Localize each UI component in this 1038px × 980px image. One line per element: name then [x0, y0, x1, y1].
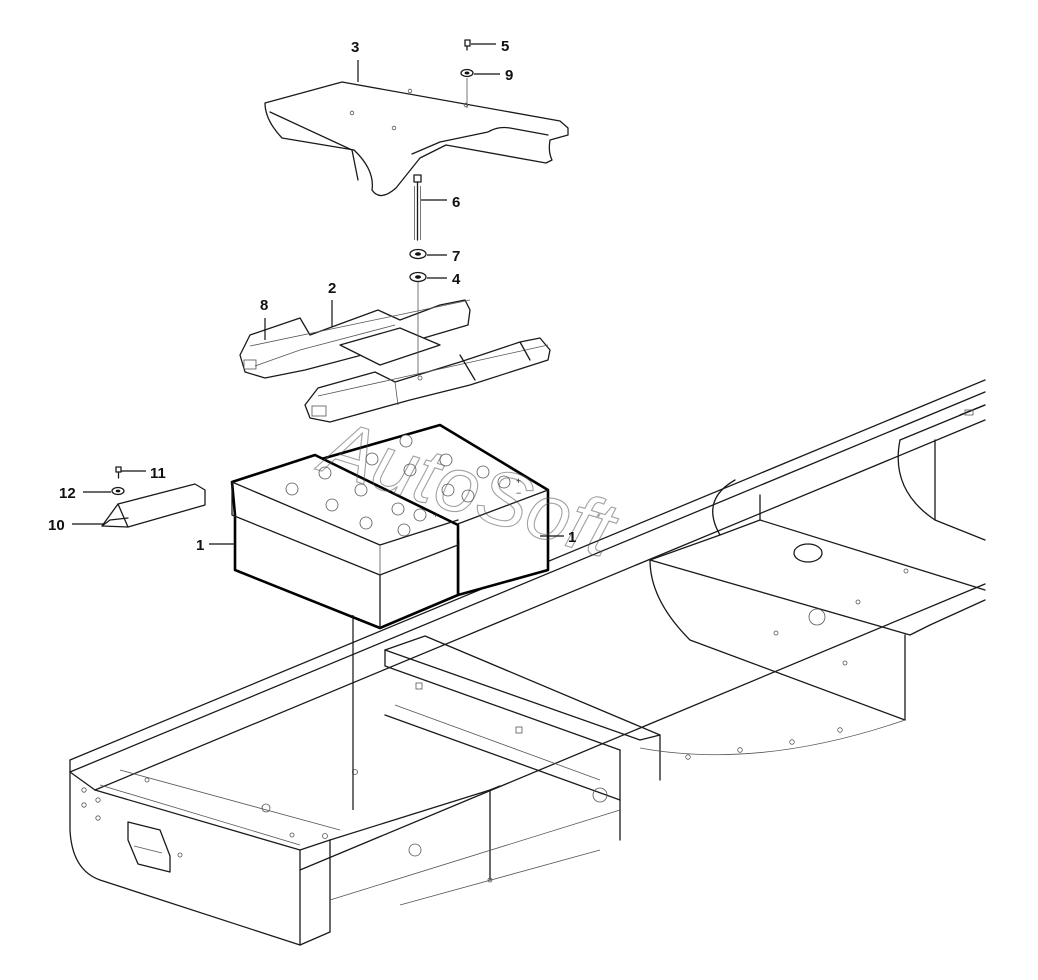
battery-clamp-bracket — [239, 299, 551, 423]
battery-terminals — [285, 434, 511, 537]
polarity-minus-right: − — [516, 488, 521, 498]
battery-cover — [264, 81, 569, 197]
polarity-plus-left: + — [433, 510, 438, 520]
callout-2: 2 — [328, 280, 336, 297]
callout-1-right: 1 — [568, 529, 576, 546]
callout-10: 10 — [48, 517, 65, 534]
polarity-plus-right: + — [516, 476, 521, 486]
chassis-frame — [69, 379, 986, 946]
callout-7: 7 — [452, 248, 460, 265]
callout-3: 3 — [351, 39, 359, 56]
callout-1-left: 1 — [196, 537, 204, 554]
callout-5: 5 — [501, 38, 509, 55]
callout-8: 8 — [260, 297, 268, 314]
batteries: + − + — [230, 423, 550, 810]
callout-6: 6 — [452, 194, 460, 211]
callout-12: 12 — [59, 485, 76, 502]
callouts: 3 5 9 6 7 4 2 8 11 12 10 1 1 — [48, 38, 576, 554]
angle-strip — [101, 483, 206, 528]
callout-4: 4 — [452, 271, 461, 288]
callout-11: 11 — [150, 465, 166, 482]
fasteners — [111, 39, 474, 496]
callout-9: 9 — [505, 67, 513, 84]
